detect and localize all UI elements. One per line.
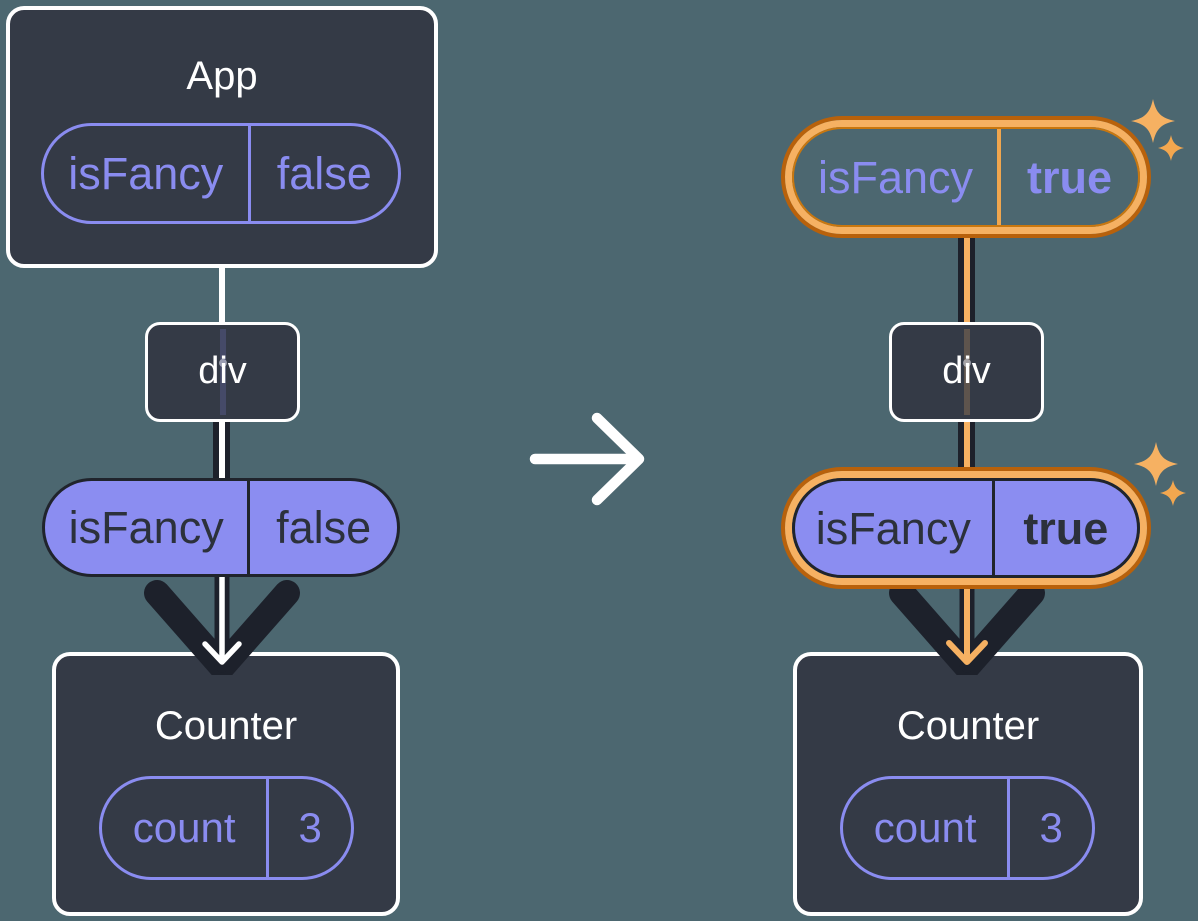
pass-through-line (219, 329, 226, 415)
prop-value: false (247, 126, 398, 221)
prop-pill-isfancy-passed-right: isFancy true (792, 478, 1140, 578)
transition-arrow-icon (529, 412, 645, 506)
div-label: div (942, 350, 991, 393)
pass-through-line (963, 329, 970, 415)
prop-line-app-to-div-right (964, 230, 970, 326)
state-name: count (873, 804, 977, 851)
counter-component-box-right: Counter count 3 (793, 652, 1143, 916)
state-value: 3 (266, 779, 351, 877)
prop-name: isFancy (68, 502, 224, 553)
state-name: count (132, 804, 236, 851)
state-pill-count-left: count 3 (99, 776, 354, 880)
prop-pill-isfancy-passed-right-highlight: isFancy true (781, 467, 1151, 589)
prop-line-div-to-pill-right (964, 418, 970, 482)
highlight-ring: isFancy true (785, 120, 1147, 234)
prop-pill-isfancy-app-right: isFancy true (792, 127, 1140, 227)
div-label: div (198, 350, 247, 393)
div-element-box-right: div (889, 322, 1044, 422)
prop-name: isFancy (68, 148, 224, 199)
sparkle-icon-prop (1134, 442, 1186, 506)
prop-value: false (247, 481, 397, 574)
prop-line-app-to-div-left (219, 264, 225, 326)
counter-component-box-left: Counter count 3 (52, 652, 400, 916)
prop-pill-isfancy-app-right-highlight: isFancy true (781, 116, 1151, 238)
component-title: Counter (154, 704, 298, 748)
prop-value: true (991, 481, 1137, 575)
highlight-ring: isFancy true (785, 471, 1147, 585)
sparkle-icon-app (1131, 99, 1184, 161)
render-arrow-down-icon-right (889, 575, 1045, 675)
prop-name: isFancy (817, 151, 973, 203)
prop-value: true (996, 129, 1138, 225)
pass-through-dot (218, 359, 227, 367)
state-value: 3 (1007, 779, 1092, 877)
component-title: Counter (896, 704, 1040, 748)
state-pill-count-right: count 3 (840, 776, 1095, 880)
render-arrow-down-icon-left (144, 575, 300, 675)
div-element-box-left: div (145, 322, 300, 422)
prop-line-div-to-pill-left (219, 418, 225, 482)
prop-name: isFancy (815, 502, 971, 554)
component-title: App (186, 54, 258, 98)
prop-pill-isfancy-passed-left: isFancy false (42, 478, 400, 577)
prop-pill-isfancy-app-left: isFancy false (41, 123, 401, 224)
pass-through-dot (962, 359, 971, 367)
